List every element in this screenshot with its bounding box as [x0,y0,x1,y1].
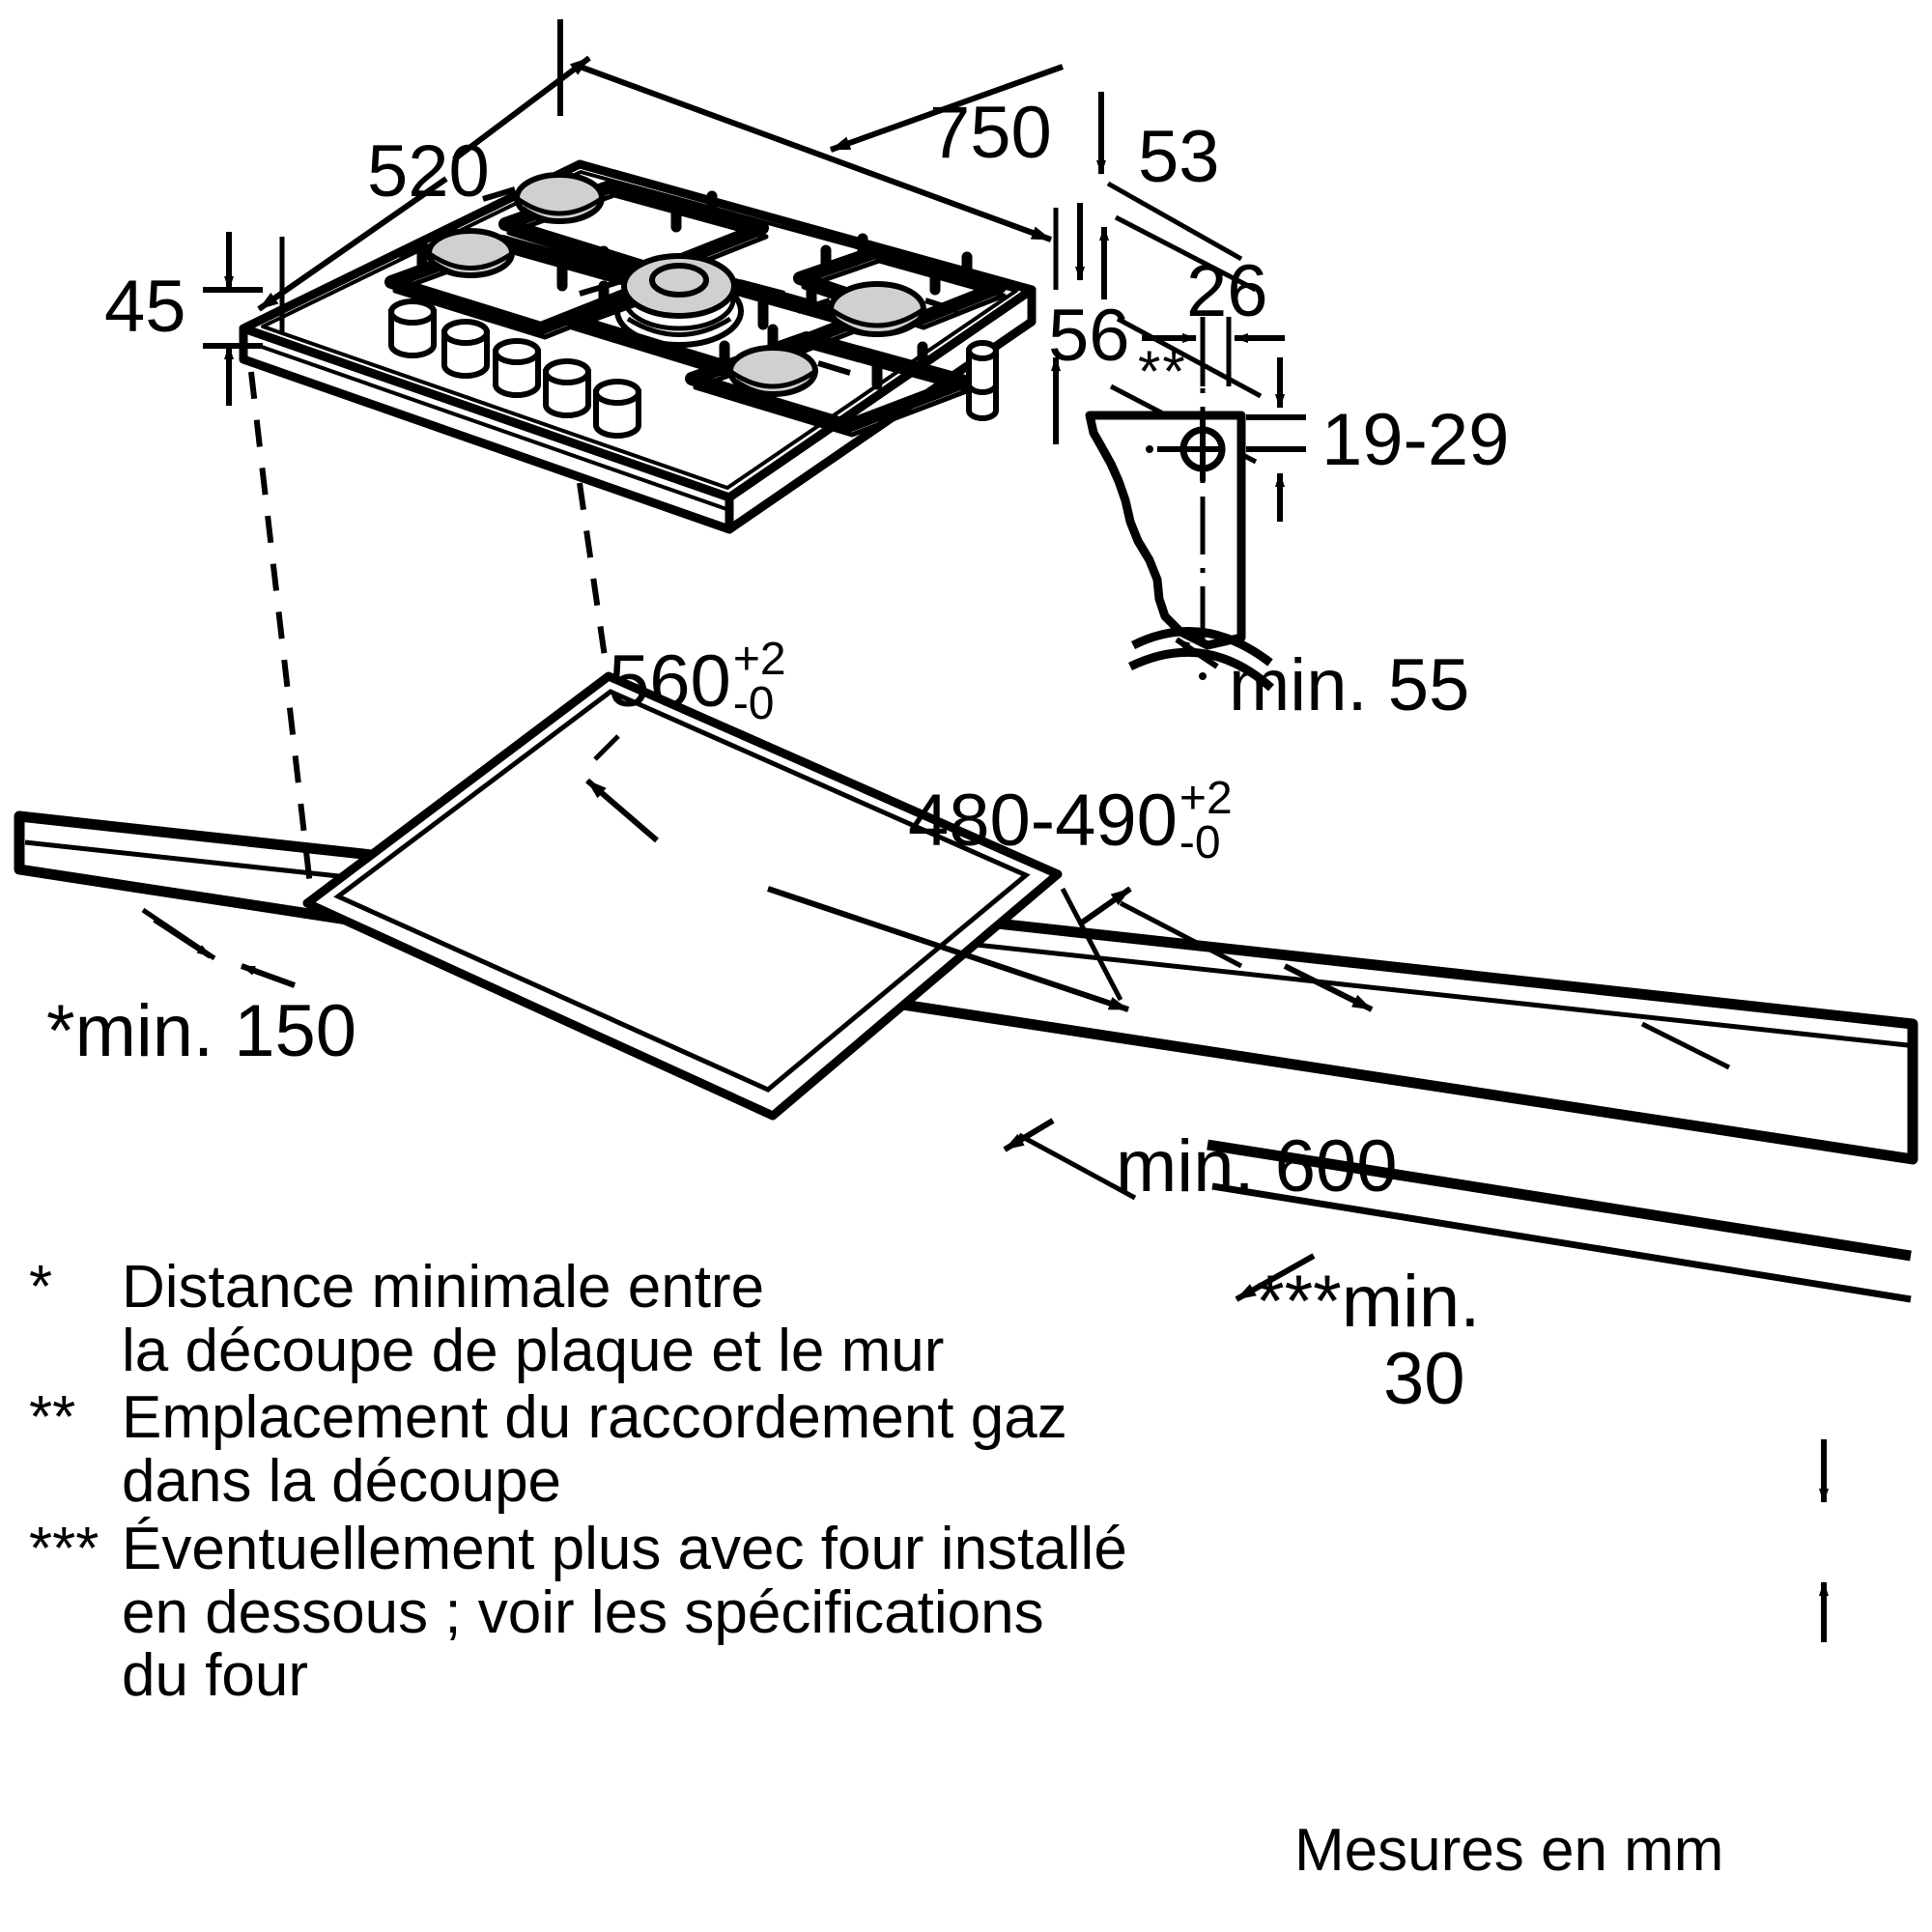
worktop-assembly [14,371,1918,1303]
leader-560-a [593,734,620,761]
burner-right [797,281,959,337]
dim-label-min-150: *min. 150 [46,990,357,1072]
dim-label-min-55: min. 55 [1229,644,1470,726]
burner-rear-left [482,172,639,224]
dim-arrow-600-down [1235,1253,1316,1302]
dim-label-min-30-mark: ***min. [1256,1261,1481,1343]
ext-480-a [1119,900,1243,969]
cutout-depth-value: 480-490 [908,780,1178,862]
ext-480-b [1017,1132,1137,1201]
dim-arrow-520-up [452,55,591,162]
knob-4 [543,358,591,418]
leader-53-b [1114,214,1258,293]
burner-center-wok [579,253,785,348]
footnotes-block: * Distance minimale entre la découpe de … [29,1256,1127,1708]
footnote-1-line-2: la découpe de plaque et le mur [122,1317,945,1384]
dim-arrow-480-down [1003,1118,1055,1152]
control-knobs [388,298,641,439]
worktop-dimension-lines [141,734,1829,1642]
projection-lines [248,371,610,895]
hose-top-edge [1130,627,1273,667]
knob-3 [493,338,541,398]
footnote-2-body: Emplacement du raccordement gaz dans la … [122,1386,1067,1513]
footnote-3-line-1: Éventuellement plus avec four installé [122,1515,1127,1582]
leader-560-b [1060,887,1123,1002]
burner-front [696,345,851,397]
knob-1 [388,298,437,358]
hob-top-plate [239,159,1037,502]
dim-arrow-520-down [257,176,448,312]
footnote-2-mark: ** [29,1384,76,1452]
footnote-2-line-2: dans la découpe [122,1448,562,1516]
hob-assembly [239,159,1037,534]
footnote-1-mark: * [29,1254,53,1321]
dim-arrow-560-left [585,778,659,843]
footnote-3-body: Éventuellement plus avec four installé e… [122,1518,1127,1708]
footnote-3-mark: *** [29,1515,99,1582]
dim-arrow-480-up [1080,886,1132,925]
cutout-depth-tolerance: +2 -0 [1179,773,1233,868]
footnote-3: *** Éventuellement plus avec four instal… [29,1518,1127,1708]
leader-min150 [141,907,216,961]
footnote-1: * Distance minimale entre la découpe de … [29,1256,1127,1382]
footnote-2: ** Emplacement du raccordement gaz dans … [29,1386,1127,1513]
hose-bottom-edge [1128,647,1274,692]
cutout-width-tol-minus: -0 [732,677,775,729]
dim-label-750: 750 [929,92,1052,174]
cutout-depth-tol-plus: +2 [1179,773,1233,824]
leader-56-a [1116,316,1263,399]
footnote-2-line-1: Emplacement du raccordement gaz [122,1384,1067,1452]
cutout-width-value: 560 [609,640,731,723]
dim-arrow-750-right [573,62,1053,242]
cutout-width-tol-plus: +2 [732,634,786,685]
dim-label-56: 56 [1048,295,1130,377]
dim-arrow-min55 [1175,637,1219,669]
dim-label-19-29: 19-29 [1321,399,1510,481]
dim-arrow-600-up [1283,963,1374,1012]
dim-label-53: 53 [1138,116,1220,198]
cutout-width-tolerance: +2 -0 [732,634,786,729]
knob-5 [593,379,641,439]
burners [397,172,959,397]
gas-connection-stub [966,340,999,421]
ext-600-a [1640,1021,1731,1070]
burner-mid-left [397,228,546,278]
footnote-1-line-1: Distance minimale entre [122,1254,765,1321]
footnote-3-line-2: en dessous ; voir les spécifications [122,1578,1044,1646]
worktop-cutout [302,671,1063,1121]
dim-label-520: 520 [367,130,490,213]
dim-arrow-560-right [767,886,1129,1012]
dim-arrow-750-left [829,64,1065,153]
leader-53-a [1106,181,1243,262]
dim-label-min-600: min. 600 [1116,1125,1398,1208]
dim-arrow-min150-b [240,963,297,988]
gas-detail-dimension-lines [1142,317,1306,669]
gas-location-marker: ** [1138,339,1187,404]
dim-label-cutout-depth: 480-490 +2 -0 [908,776,1233,872]
unit-note: Mesures en mm [1294,1817,1724,1884]
footnote-1-body: Distance minimale entre la découpe de pl… [122,1256,944,1382]
dim-label-45: 45 [104,266,186,348]
footnote-3-line-3: du four [122,1642,309,1710]
cutout-depth-tol-minus: -0 [1179,816,1221,868]
dim-label-min-30-value: 30 [1383,1338,1465,1420]
dim-label-cutout-width: 560 +2 -0 [609,637,786,733]
knob-2 [441,319,490,379]
dim-label-26: 26 [1186,250,1268,332]
